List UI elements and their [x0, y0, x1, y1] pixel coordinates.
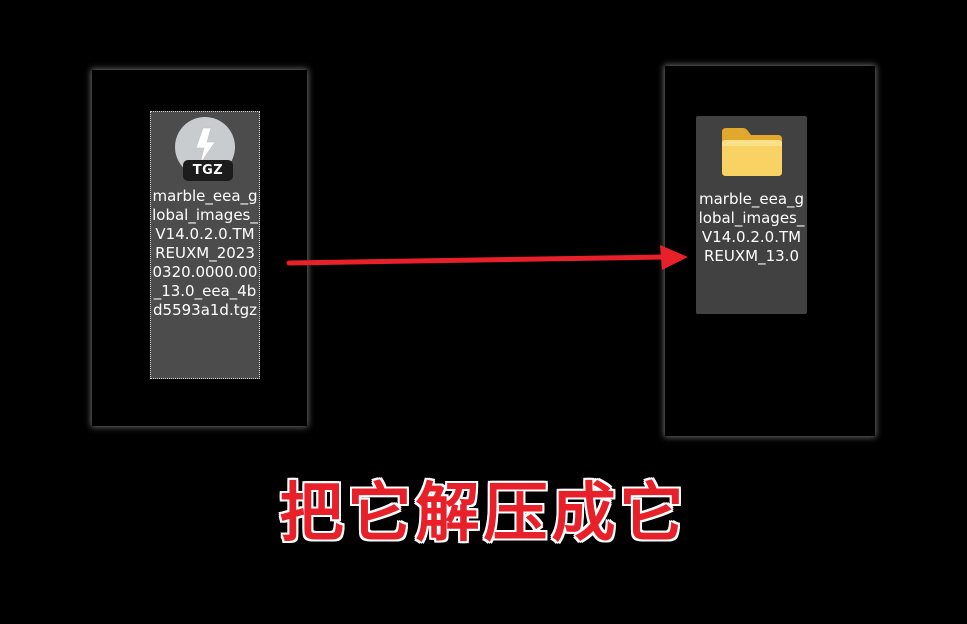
tgz-badge: TGZ: [183, 160, 233, 181]
folder-name: marble_eea_global_images_V14.0.2.0.TMREU…: [698, 190, 805, 265]
extracted-folder[interactable]: marble_eea_global_images_V14.0.2.0.TMREU…: [696, 116, 807, 314]
tgz-file-name: marble_eea_global_images_V14.0.2.0.TMREU…: [152, 187, 258, 319]
annotation-caption: 把它解压成它: [279, 477, 688, 551]
folder-icon: [719, 124, 785, 180]
tgz-archive-icon: TGZ: [172, 117, 238, 183]
tgz-archive-file[interactable]: TGZ marble_eea_global_images_V14.0.2.0.T…: [150, 111, 260, 379]
